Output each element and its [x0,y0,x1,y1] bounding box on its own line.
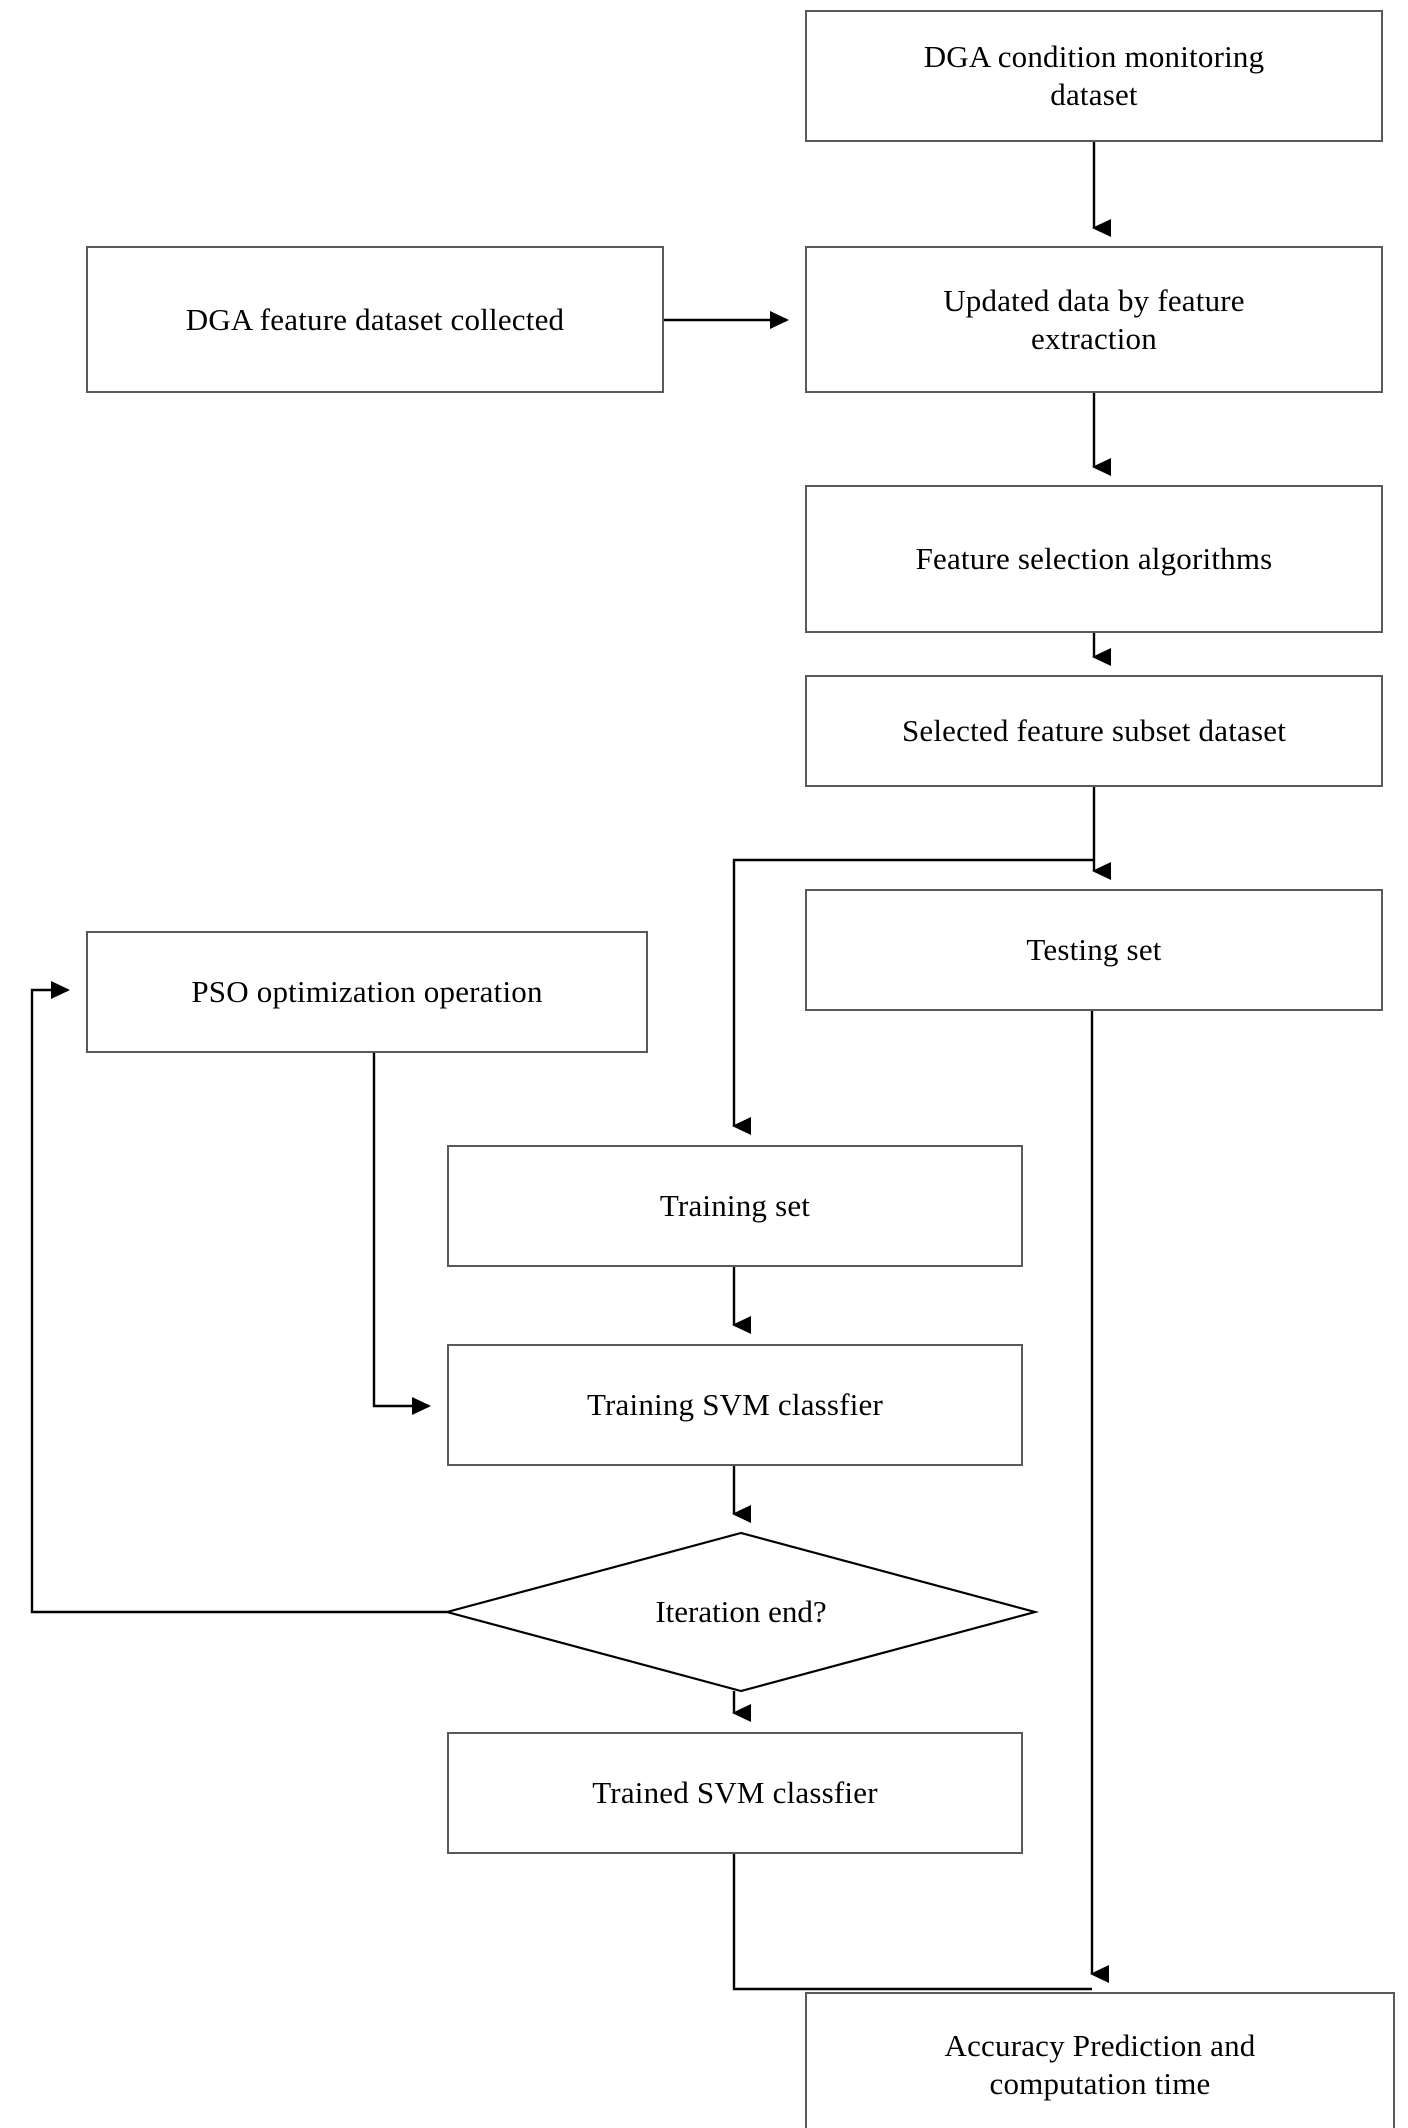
node-label: Testing set [1026,932,1162,968]
node-label: Training SVM classfier [586,1387,884,1423]
node-dga-condition-monitoring-dataset[interactable]: DGA condition monitoring dataset [805,10,1383,142]
node-updated-data-by-feature-extraction[interactable]: Updated data by feature extraction [805,246,1383,393]
node-label: Accuracy Prediction and computation time [944,2027,1256,2101]
node-iteration-end[interactable]: Iteration end? [447,1533,1035,1691]
node-feature-selection-algorithms[interactable]: Feature selection algorithms [805,485,1383,633]
node-training-set[interactable]: Training set [447,1145,1023,1267]
iteration-end-diamond [442,1531,1040,1693]
node-label: Trained SVM classfier [592,1775,878,1811]
connector-iteration-to-pso [30,981,447,1614]
node-accuracy-prediction-and-computation-time[interactable]: Accuracy Prediction and computation time [805,1992,1395,2128]
node-label: DGA feature dataset collected [185,301,565,337]
connector-pso-to-training-svm [372,1053,431,1415]
node-pso-optimization-operation[interactable]: PSO optimization operation [86,931,648,1053]
node-label: Selected feature subset dataset [901,713,1287,749]
connector-subset-to-training [732,858,1094,1135]
node-trained-svm-classfier[interactable]: Trained SVM classfier [447,1732,1023,1854]
node-testing-set[interactable]: Testing set [805,889,1383,1011]
node-training-svm-classfier[interactable]: Training SVM classfier [447,1344,1023,1466]
node-label: Training set [659,1188,811,1224]
node-label: Iteration end? [655,1594,827,1630]
node-label: DGA condition monitoring dataset [923,39,1265,112]
node-label: Updated data by feature extraction [943,282,1245,356]
node-label: PSO optimization operation [191,974,543,1010]
node-label: Feature selection algorithms [915,541,1273,577]
connector-trained-svm-to-accuracy [732,1854,1092,1991]
node-dga-feature-dataset-collected[interactable]: DGA feature dataset collected [86,246,664,393]
node-selected-feature-subset-dataset[interactable]: Selected feature subset dataset [805,675,1383,787]
